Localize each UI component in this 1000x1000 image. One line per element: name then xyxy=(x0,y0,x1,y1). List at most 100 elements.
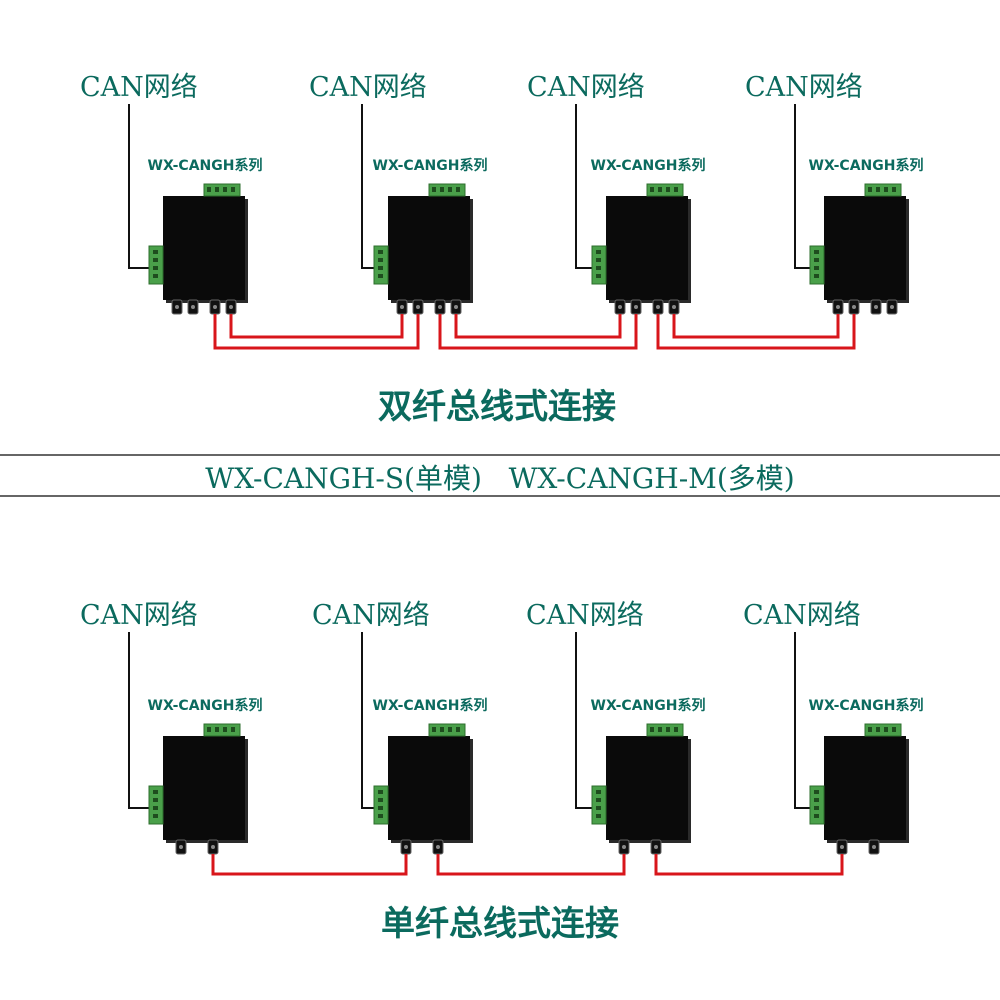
terminal-pin xyxy=(868,727,872,732)
fiber-port-hole xyxy=(454,305,458,309)
terminal-pin xyxy=(814,814,819,818)
terminal-pin xyxy=(456,187,460,192)
terminal-pin xyxy=(814,258,819,262)
terminal-pin xyxy=(378,274,383,278)
fiber-port-hole xyxy=(872,845,876,849)
fiber-port-hole xyxy=(840,845,844,849)
device-series-label: WX-CANGH系列 xyxy=(809,157,924,174)
side-terminal-block xyxy=(591,245,607,285)
terminal-pin xyxy=(378,814,383,818)
terminal-pin xyxy=(153,258,158,262)
side-terminal-block xyxy=(373,785,389,825)
side-terminal-block xyxy=(148,785,164,825)
terminal-pin xyxy=(674,187,678,192)
device-series-label: WX-CANGH系列 xyxy=(591,697,706,714)
terminal-pin xyxy=(876,727,880,732)
fiber-port-hole xyxy=(404,845,408,849)
single-fiber-section: CAN网络 WX-CANGH系列 CAN网络 WX-CANGH系列 CAN网络 WX-CA… xyxy=(80,600,924,876)
terminal-pin xyxy=(223,727,227,732)
fiber-port-hole xyxy=(672,305,676,309)
terminal-pin xyxy=(215,727,219,732)
terminal-pin xyxy=(814,806,819,810)
can-lead-wire xyxy=(361,104,374,269)
fiber-link xyxy=(654,854,844,876)
fiber-port-hole xyxy=(622,845,626,849)
fiber-link-rx xyxy=(672,314,840,339)
terminal-pin xyxy=(596,790,601,794)
dual-node-4: CAN网络 WX-CANGH系列 xyxy=(745,72,924,315)
fiber-port-hole xyxy=(416,305,420,309)
terminal-pin xyxy=(231,187,235,192)
terminal-pin xyxy=(814,798,819,802)
device-series-label: WX-CANGH系列 xyxy=(148,157,263,174)
fiber-port-hole xyxy=(836,305,840,309)
terminal-pin xyxy=(231,727,235,732)
fiber-link xyxy=(211,854,408,876)
terminal-pin xyxy=(884,727,888,732)
can-lead-wire xyxy=(361,632,374,809)
converter-device xyxy=(388,736,470,840)
terminal-pin xyxy=(153,790,158,794)
dual-fiber-title: 双纤总线式连接 xyxy=(378,387,616,427)
side-terminal-block xyxy=(373,245,389,285)
terminal-pin xyxy=(650,187,654,192)
terminal-pin xyxy=(892,727,896,732)
terminal-pin xyxy=(650,727,654,732)
terminal-pin xyxy=(153,266,158,270)
terminal-pin xyxy=(153,274,158,278)
can-lead-wire xyxy=(794,632,810,809)
terminal-pin xyxy=(153,814,158,818)
can-network-label: CAN网络 xyxy=(312,600,430,631)
fiber-port-hole xyxy=(213,305,217,309)
terminal-pin xyxy=(658,187,662,192)
fiber-port-hole xyxy=(618,305,622,309)
can-lead-wire xyxy=(575,104,592,269)
fiber-port-hole xyxy=(852,305,856,309)
terminal-pin xyxy=(378,806,383,810)
terminal-pin xyxy=(666,187,670,192)
converter-device xyxy=(388,196,470,300)
terminal-pin xyxy=(440,727,444,732)
fiber-port-hole xyxy=(400,305,404,309)
fiber-link-tx xyxy=(438,314,638,350)
terminal-pin xyxy=(596,266,601,270)
terminal-pin xyxy=(658,727,662,732)
fiber-port-hole xyxy=(438,305,442,309)
fiber-port-hole xyxy=(436,845,440,849)
can-network-label: CAN网络 xyxy=(745,72,863,103)
converter-device xyxy=(606,736,688,840)
fiber-port-hole xyxy=(211,845,215,849)
terminal-pin xyxy=(456,727,460,732)
terminal-pin xyxy=(448,727,452,732)
terminal-pin xyxy=(884,187,888,192)
fiber-port-hole xyxy=(191,305,195,309)
terminal-pin xyxy=(868,187,872,192)
dual-fiber-section: CAN网络WX-CANGH系列CAN网络WX-CANGH系列CAN网络WX-CA… xyxy=(80,72,924,350)
device-series-label: WX-CANGH系列 xyxy=(809,697,924,714)
can-network-label: CAN网络 xyxy=(80,600,198,631)
converter-device xyxy=(824,736,906,840)
fiber-port-hole xyxy=(890,305,894,309)
single-node-2: CAN网络 WX-CANGH系列 xyxy=(312,600,488,855)
terminal-pin xyxy=(814,790,819,794)
terminal-pin xyxy=(378,250,383,254)
side-terminal-block xyxy=(809,785,825,825)
terminal-pin xyxy=(596,798,601,802)
terminal-pin xyxy=(378,258,383,262)
terminal-pin xyxy=(207,727,211,732)
converter-device xyxy=(606,196,688,300)
side-terminal-block xyxy=(591,785,607,825)
terminal-pin xyxy=(215,187,219,192)
terminal-pin xyxy=(596,814,601,818)
terminal-pin xyxy=(223,187,227,192)
can-network-label: CAN网络 xyxy=(526,600,644,631)
terminal-pin xyxy=(207,187,211,192)
can-network-label: CAN网络 xyxy=(80,72,198,103)
can-lead-wire xyxy=(575,632,592,809)
terminal-pin xyxy=(153,806,158,810)
terminal-pin xyxy=(814,266,819,270)
device-series-label: WX-CANGH系列 xyxy=(373,697,488,714)
